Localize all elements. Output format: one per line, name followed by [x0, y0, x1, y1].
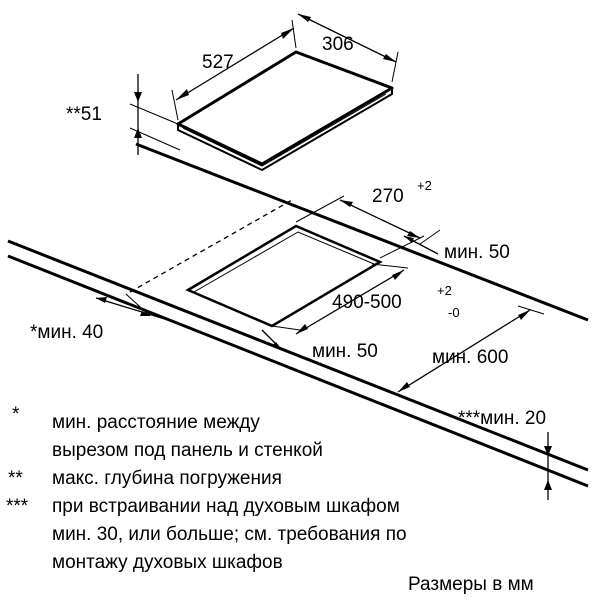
cutout-width-tolerance: +2 [417, 178, 432, 193]
cutout [185, 224, 383, 328]
dimension-hob-depth: 527 [171, 19, 297, 121]
cutout-depth-tolerance-lower: -0 [448, 305, 460, 320]
front-min-label: мин. 50 [312, 341, 378, 362]
cutout-width-label: 270 [372, 186, 404, 207]
note-2-line-1: макс. глубина погружения [52, 468, 282, 489]
dimension-side-min: *мин. 40 [30, 293, 169, 343]
cutout-depth-label: 490-500 [332, 292, 402, 313]
rear-min-label: мин. 50 [444, 242, 510, 263]
dimension-front-min: мин. 50 [261, 329, 378, 362]
dimension-hob-width: 306 [297, 13, 399, 83]
max-depth-label: **51 [66, 104, 102, 125]
note-2-marker: ** [8, 468, 23, 489]
cutout-depth-tolerance-upper: +2 [437, 283, 452, 298]
note-1-line-2: вырезом под панель и стенкой [52, 440, 323, 461]
hob-appliance [176, 50, 394, 172]
hob-depth-label: 527 [202, 52, 234, 73]
cutout-outline [185, 224, 383, 328]
hob-plate-edge [177, 88, 393, 172]
dimension-cutout-depth: 490-500 +2 -0 [271, 263, 460, 335]
dimension-worktop-min: мин. 600 [397, 305, 545, 393]
dimension-rear-min: мин. 50 [403, 229, 510, 263]
footnotes: * мин. расстояние между вырезом под пане… [6, 404, 407, 573]
dimension-max-depth: **51 [66, 74, 181, 155]
side-min-label: *мин. 40 [30, 322, 103, 343]
units-label: Размеры в мм [408, 574, 534, 595]
worktop [7, 142, 589, 488]
note-1-marker: * [12, 404, 20, 425]
dimension-cutout-width: 270 +2 [295, 178, 432, 259]
note-3-marker: *** [6, 496, 29, 517]
note-3-line-2: мин. 30, или больше; см. требования по [52, 524, 407, 545]
thickness-min-label: ***мин. 20 [458, 408, 546, 429]
hob-width-label: 306 [322, 34, 354, 55]
note-1-line-1: мин. расстояние между [52, 412, 260, 433]
worktop-min-label: мин. 600 [432, 347, 508, 368]
note-3-line-1: при встраивании над духовым шкафом [52, 496, 400, 517]
hob-inner-edge [182, 93, 387, 167]
dimension-thickness-min: ***мин. 20 [458, 408, 552, 500]
note-3-line-3: монтажу духовых шкафов [52, 552, 283, 573]
